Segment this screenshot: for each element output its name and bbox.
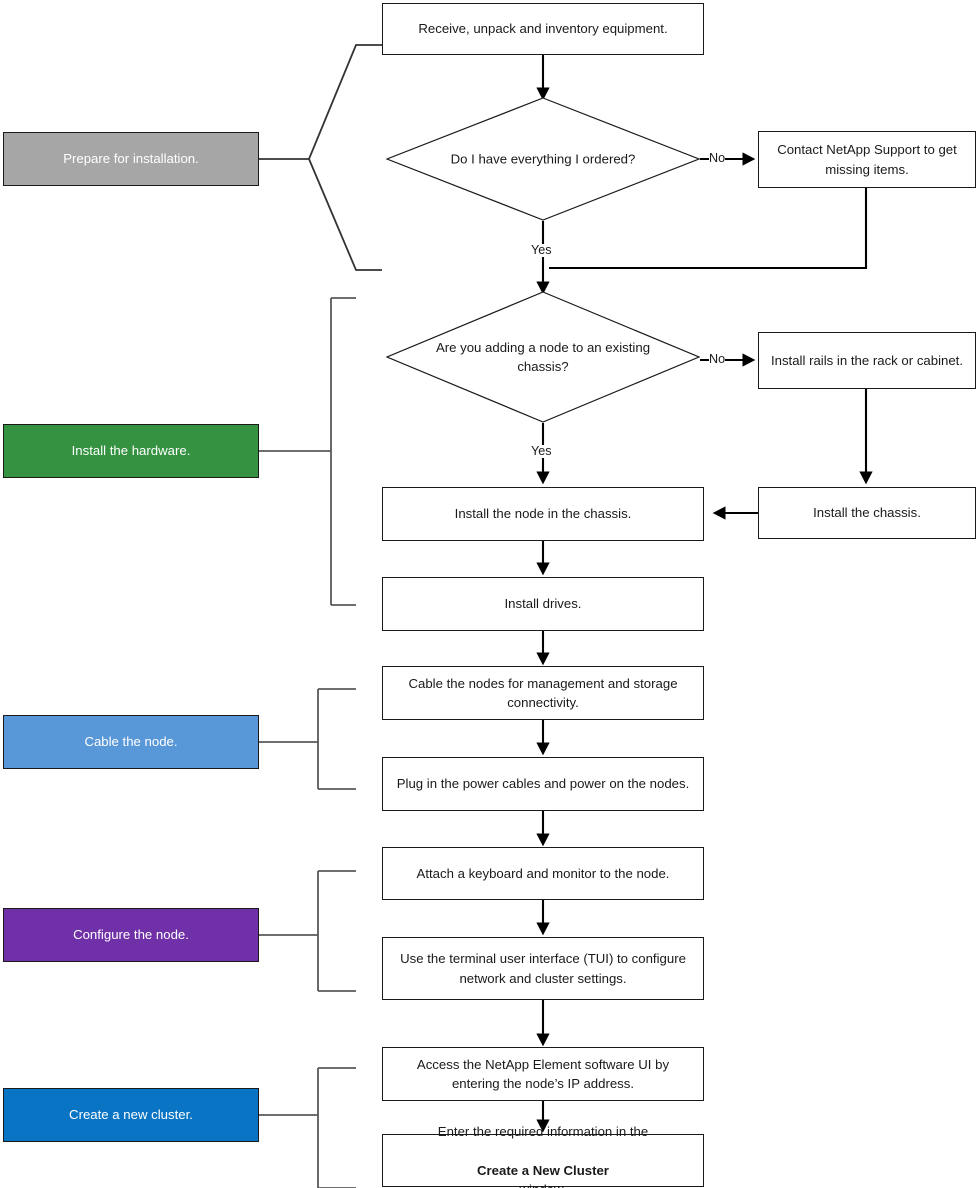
step-install-rails[interactable]: Install rails in the rack or cabinet. [758,332,976,389]
phase-configure-the-node[interactable]: Configure the node. [3,908,259,962]
step-label: Plug in the power cables and power on th… [396,776,690,792]
step-label: Access the NetApp Element software UI by… [416,1056,670,1091]
step-label: Cable the nodes for management and stora… [408,675,678,710]
step-label-bold: Create a New Cluster [477,1162,609,1178]
phase-prepare-for-installation[interactable]: Prepare for installation. [3,132,259,186]
step-label: Install the chassis. [813,505,921,521]
phase-install-the-hardware[interactable]: Install the hardware. [3,424,259,478]
edge-label-yes-1: Yes [531,243,552,257]
step-label-post: window. [438,1180,648,1188]
step-access-element-software-ui[interactable]: Access the NetApp Element software UI by… [382,1047,704,1101]
step-label-pre: Enter the required information in the [437,1124,649,1140]
step-label-composite: Enter the required information in the Cr… [438,1122,648,1188]
step-attach-keyboard-monitor[interactable]: Attach a keyboard and monitor to the nod… [382,847,704,900]
step-label: Use the terminal user interface (TUI) to… [400,951,686,986]
step-cable-the-nodes[interactable]: Cable the nodes for management and stora… [382,666,704,720]
decision-label: Are you adding a node to an existing cha… [435,339,651,374]
phase-label: Cable the node. [84,733,178,749]
phase-label: Install the hardware. [71,442,191,458]
step-contact-netapp-support[interactable]: Contact NetApp Support to get missing it… [758,131,976,188]
phase-cable-the-node[interactable]: Cable the node. [3,715,259,769]
step-receive-unpack-inventory[interactable]: Receive, unpack and inventory equipment. [382,3,704,55]
step-install-drives[interactable]: Install drives. [382,577,704,631]
phase-create-a-new-cluster[interactable]: Create a new cluster. [3,1088,259,1142]
decision-label: Do I have everything I ordered? [450,151,636,167]
edge-label-yes-2: Yes [531,444,552,458]
step-enter-required-information[interactable]: Enter the required information in the Cr… [382,1124,704,1188]
step-label: Install rails in the rack or cabinet. [770,352,964,368]
step-label: Attach a keyboard and monitor to the nod… [416,865,670,881]
step-install-the-chassis[interactable]: Install the chassis. [758,487,976,539]
step-install-node-in-chassis[interactable]: Install the node in the chassis. [382,487,704,541]
phase-label: Configure the node. [73,926,189,942]
step-plug-in-power-cables[interactable]: Plug in the power cables and power on th… [382,757,704,811]
step-use-terminal-user-interface[interactable]: Use the terminal user interface (TUI) to… [382,937,704,1000]
step-label: Receive, unpack and inventory equipment. [418,21,668,37]
step-label: Install the node in the chassis. [454,506,632,522]
phase-label: Prepare for installation. [63,150,199,166]
step-label: Contact NetApp Support to get missing it… [777,142,957,177]
phase-label: Create a new cluster. [69,1106,193,1122]
decision-do-i-have-everything-ordered[interactable]: Do I have everything I ordered? [386,97,700,221]
edge-label-no-2: No [709,352,726,366]
step-label: Install drives. [504,596,582,612]
decision-adding-node-existing-chassis[interactable]: Are you adding a node to an existing cha… [386,291,700,423]
edge-label-no-1: No [709,151,726,165]
